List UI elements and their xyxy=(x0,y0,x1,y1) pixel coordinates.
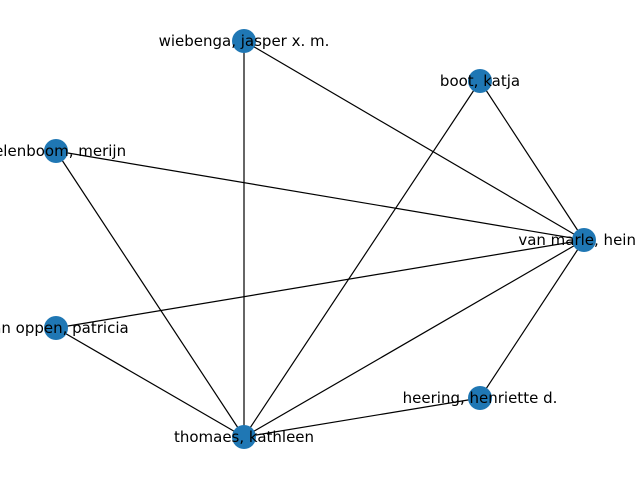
node-wiebenga xyxy=(232,29,256,53)
node-label-wiebenga: wiebenga, jasper x. m. xyxy=(159,32,330,50)
edge-heering-thomaes xyxy=(243,397,481,438)
node-label-vanoppen: van oppen, patricia xyxy=(0,319,129,337)
node-vanmarle xyxy=(572,228,596,252)
node-label-vanmarle: van marle, hein j. xyxy=(518,231,640,249)
edge-vanoppen-vanmarle xyxy=(55,239,585,329)
node-label-boot: boot, katja xyxy=(440,72,520,90)
node-boot xyxy=(468,69,492,93)
node-label-heering: heering, henriette d. xyxy=(403,389,558,407)
edge-boot-thomaes xyxy=(243,80,481,438)
node-heering xyxy=(468,386,492,410)
node-kelenboom xyxy=(44,139,68,163)
edge-vanmarle-heering xyxy=(479,239,585,399)
node-label-kelenboom: kelenboom, merijn xyxy=(0,142,126,160)
edge-wiebenga-vanmarle xyxy=(243,40,585,241)
node-vanoppen xyxy=(44,316,68,340)
node-label-thomaes: thomaes, kathleen xyxy=(174,428,314,446)
node-thomaes xyxy=(232,425,256,449)
edge-vanmarle-thomaes xyxy=(243,239,585,438)
label-layer: wiebenga, jasper x. m. boot, katja kelenbo… xyxy=(0,32,640,446)
node-layer xyxy=(44,29,596,449)
edge-boot-vanmarle xyxy=(479,80,585,241)
edge-kelenboom-thomaes xyxy=(55,150,245,438)
edge-vanoppen-thomaes xyxy=(55,327,245,438)
edge-kelenboom-vanmarle xyxy=(55,150,585,241)
edge-layer xyxy=(55,40,585,438)
